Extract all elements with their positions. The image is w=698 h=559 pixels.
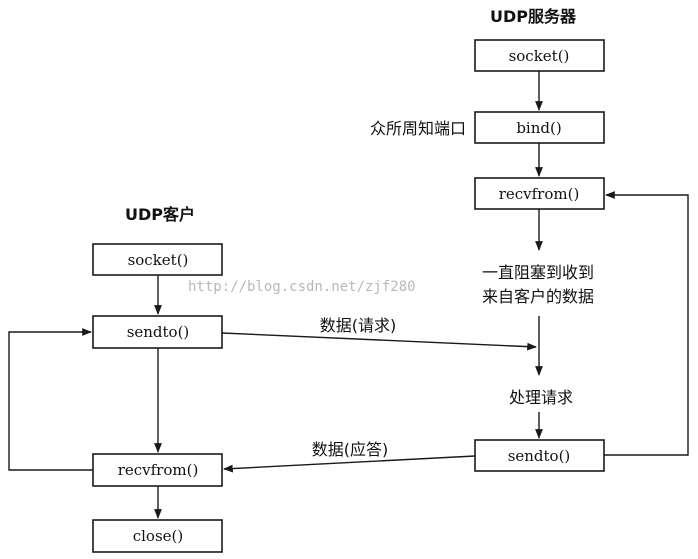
- watermark-text: http://blog.csdn.net/zjf280: [188, 279, 416, 295]
- server-bind-note: 众所周知端口: [370, 119, 466, 138]
- server-block-note-line2: 来自客户的数据: [482, 287, 594, 306]
- arrow-server-loop-back: [604, 191, 689, 456]
- client-recvfrom-box: recvfrom(): [92, 453, 223, 487]
- client-socket-box: socket(): [92, 243, 223, 276]
- client-sendto-box: sendto(): [92, 315, 223, 349]
- client-socket-label: socket(): [128, 251, 189, 269]
- server-recvfrom-box: recvfrom(): [474, 177, 605, 210]
- server-block-note-line1: 一直阻塞到收到: [482, 263, 594, 282]
- arrow-request: [221, 332, 537, 351]
- server-sendto-box: sendto(): [474, 439, 605, 472]
- reply-label: 数据(应答): [312, 440, 389, 459]
- client-close-label: close(): [133, 527, 184, 545]
- client-recvfrom-label: recvfrom(): [118, 461, 199, 479]
- client-sendto-label: sendto(): [127, 323, 190, 341]
- client-title: UDP客户: [125, 205, 195, 224]
- server-title: UDP服务器: [490, 7, 577, 26]
- server-sendto-label: sendto(): [508, 447, 571, 465]
- client-close-box: close(): [92, 519, 223, 553]
- request-label: 数据(请求): [320, 316, 397, 335]
- server-recvfrom-label: recvfrom(): [499, 185, 580, 203]
- server-bind-box: bind(): [474, 111, 605, 144]
- server-bind-label: bind(): [516, 119, 561, 137]
- server-socket-box: socket(): [474, 39, 605, 72]
- arrow-client-loop-back: [8, 328, 93, 471]
- server-process-note: 处理请求: [509, 388, 573, 407]
- arrow-reply: [223, 455, 476, 473]
- server-socket-label: socket(): [509, 47, 570, 65]
